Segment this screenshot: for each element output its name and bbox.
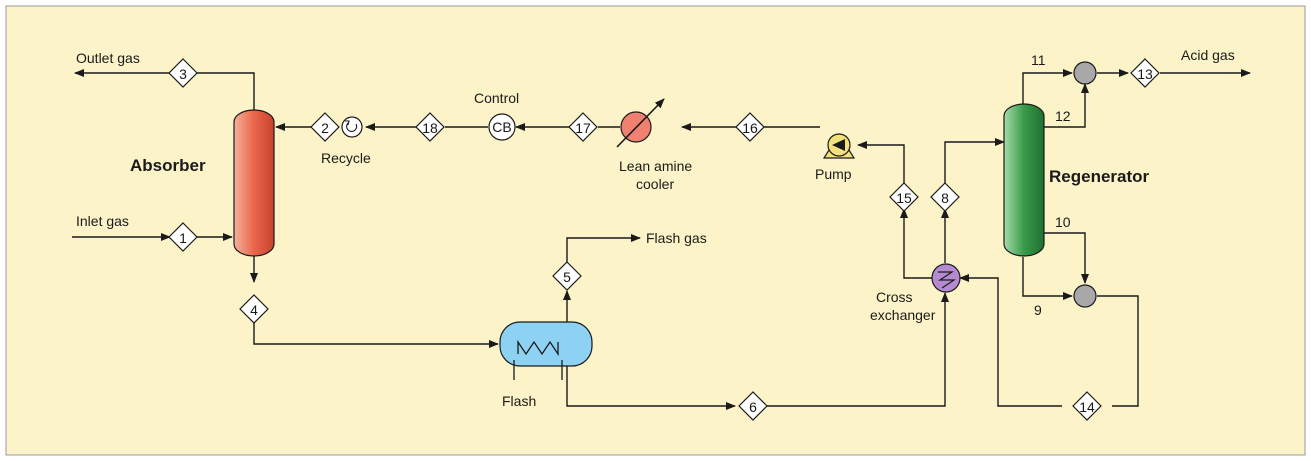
stream-tag-label: 3	[179, 66, 187, 82]
pump-label: Pump	[815, 166, 852, 182]
process-lines	[72, 69, 1251, 410]
stream-tag-label: 13	[1137, 66, 1153, 82]
cooler-label-line1: Lean amine	[619, 158, 692, 174]
stream-tag-label: 1	[179, 230, 187, 246]
stream-tag-2: 2	[310, 112, 340, 142]
stream-tag-14: 14	[1072, 391, 1102, 421]
absorber-column	[233, 109, 275, 257]
flash-label: Flash	[502, 393, 536, 409]
flash-gas-label: Flash gas	[646, 230, 707, 246]
stream-tag-label: 8	[941, 190, 949, 206]
stream-11-label: 11	[1031, 52, 1046, 68]
outlet-gas-label: Outlet gas	[76, 50, 140, 66]
cooler-label-line2: cooler	[636, 176, 674, 192]
stream-tag-label: 14	[1079, 399, 1095, 415]
regenerator-label: Regenerator	[1049, 167, 1150, 186]
acid-gas-label: Acid gas	[1181, 47, 1235, 63]
stream-9-label: 9	[1034, 302, 1042, 318]
stream-tag-5: 5	[552, 261, 582, 291]
diamond-stream-tag-icon	[168, 222, 198, 252]
diamond-stream-tag-icon	[239, 294, 269, 324]
stream-tag-1: 1	[168, 222, 198, 252]
stream-tag-3: 3	[168, 58, 198, 88]
inlet-gas-label: Inlet gas	[76, 213, 129, 229]
stream-tag-label: 6	[749, 399, 757, 415]
stream-12-label: 12	[1055, 108, 1071, 124]
stream-tag-8: 8	[930, 182, 960, 212]
diamond-stream-tag-icon	[930, 182, 960, 212]
stream-tag-4: 4	[239, 294, 269, 324]
diamond-stream-tag-icon	[568, 112, 598, 142]
stream-tag-label: 18	[422, 120, 438, 136]
stream-tag-16: 16	[735, 112, 765, 142]
stream-tag-label: 15	[896, 190, 912, 206]
diamond-stream-tag-icon	[738, 391, 768, 421]
diamond-stream-tag-icon	[552, 261, 582, 291]
stream-tag-label: 16	[742, 120, 758, 136]
diamond-stream-tag-icon	[310, 112, 340, 142]
diamond-stream-tag-icon	[1072, 391, 1102, 421]
control-block-icon: CB	[488, 113, 516, 141]
stream-tag-label: 17	[575, 120, 591, 136]
regenerator-column	[1003, 103, 1045, 257]
control-label: Control	[474, 90, 519, 106]
cross-exchanger-icon	[931, 263, 961, 293]
absorber-label: Absorber	[130, 156, 206, 175]
cross-exchanger-label-line1: Cross	[876, 289, 913, 305]
recycle-icon	[341, 116, 363, 138]
recycle-label: Recycle	[321, 150, 371, 166]
diamond-stream-tag-icon	[1130, 58, 1160, 88]
stream-tag-6: 6	[738, 391, 768, 421]
stream-tag-label: 2	[321, 120, 329, 136]
stream-tag-13: 13	[1130, 58, 1160, 88]
diamond-stream-tag-icon	[168, 58, 198, 88]
stream-tag-label: 4	[250, 302, 258, 318]
lean-amine-cooler-icon	[616, 98, 665, 148]
stream-10-label: 10	[1055, 214, 1071, 230]
stream-tag-15: 15	[889, 182, 919, 212]
top-mixer-icon	[1073, 61, 1097, 85]
pump-icon	[822, 133, 856, 159]
cb-label: CB	[492, 119, 511, 135]
flash-vessel	[499, 321, 593, 380]
bottom-splitter-icon	[1073, 284, 1097, 308]
cross-exchanger-label-line2: exchanger	[870, 307, 936, 323]
diamond-stream-tag-icon	[889, 182, 919, 212]
stream-tag-17: 17	[568, 112, 598, 142]
stream-tag-label: 5	[563, 269, 571, 285]
diamond-stream-tag-icon	[735, 112, 765, 142]
stream-tag-18: 18	[415, 112, 445, 142]
diamond-stream-tag-icon	[415, 112, 445, 142]
